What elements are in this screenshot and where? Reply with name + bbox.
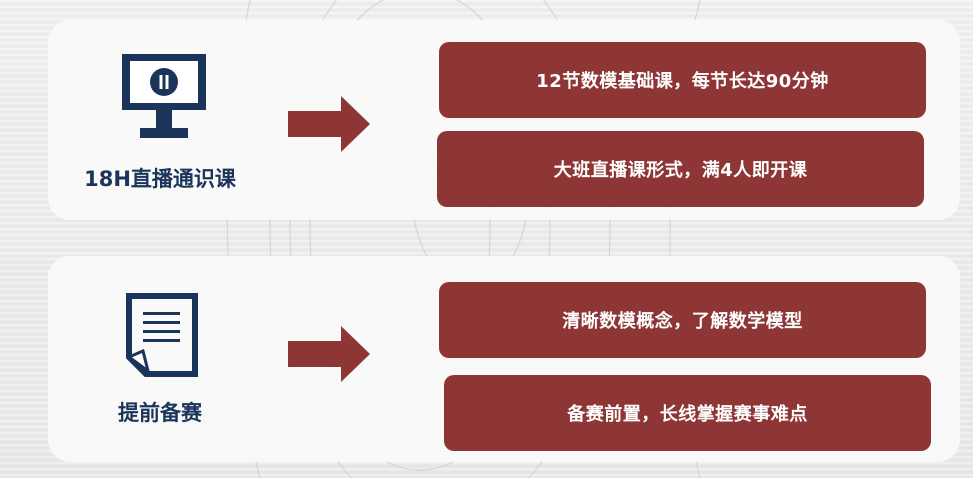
arrow-right-icon bbox=[288, 96, 370, 152]
feature-box: 备赛前置，长线掌握赛事难点 bbox=[444, 375, 931, 451]
section-title: 提前备赛 bbox=[118, 401, 202, 425]
feature-box: 大班直播课形式，满4人即开课 bbox=[437, 131, 924, 207]
document-icon bbox=[126, 293, 198, 377]
feature-box: 清晰数模概念，了解数学模型 bbox=[439, 282, 926, 358]
arrow-right-icon bbox=[288, 326, 370, 382]
feature-box: 12节数模基础课，每节长达90分钟 bbox=[439, 42, 926, 118]
monitor-pause-icon bbox=[122, 54, 206, 138]
section-title: 18H直播通识课 bbox=[84, 167, 236, 191]
